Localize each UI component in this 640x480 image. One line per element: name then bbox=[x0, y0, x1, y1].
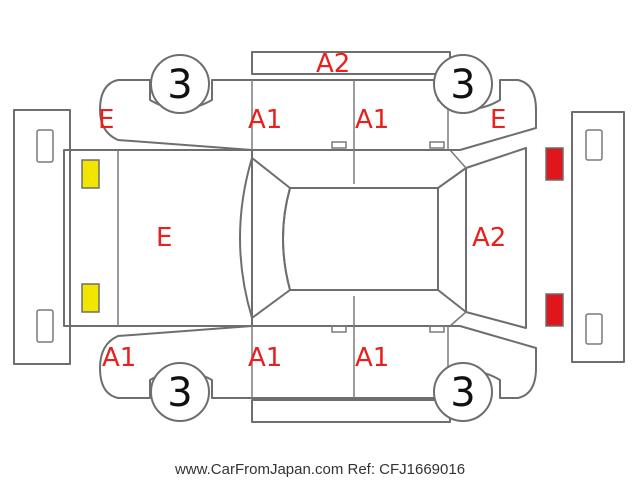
front-light-lower bbox=[81, 283, 100, 313]
damage-code-rear-left-fender: E bbox=[490, 105, 506, 135]
rear-light-lower bbox=[545, 293, 564, 327]
damage-code-front-right-door: A1 bbox=[248, 343, 282, 373]
damage-code-hood: E bbox=[156, 223, 172, 253]
damage-code-front-right-fender: A1 bbox=[102, 343, 136, 373]
car-body-top-view bbox=[63, 147, 527, 329]
reference-caption: www.CarFromJapan.com Ref: CFJ1669016 bbox=[174, 461, 465, 478]
wheel-number: 3 bbox=[450, 62, 475, 108]
damage-code-front-left-door: A1 bbox=[248, 105, 282, 135]
wheel-number: 3 bbox=[450, 370, 475, 416]
rear-light-upper bbox=[545, 147, 564, 181]
wheel-rear-left: 3 bbox=[433, 54, 493, 114]
wheel-front-right: 3 bbox=[150, 362, 210, 422]
wheel-rear-right: 3 bbox=[433, 362, 493, 422]
damage-code-rear-left-door: A1 bbox=[355, 105, 389, 135]
front-bumper bbox=[13, 109, 71, 365]
bottom-side-strip bbox=[251, 399, 451, 423]
front-light-upper bbox=[81, 159, 100, 189]
wheel-number: 3 bbox=[167, 370, 192, 416]
damage-code-trunk: A2 bbox=[472, 223, 506, 253]
damage-code-top-door-strip: A2 bbox=[316, 49, 350, 79]
wheel-number: 3 bbox=[167, 62, 192, 108]
damage-code-front-left-fender: E bbox=[98, 105, 114, 135]
top-side-strip bbox=[251, 51, 451, 75]
rear-bumper bbox=[571, 111, 625, 363]
wheel-front-left: 3 bbox=[150, 54, 210, 114]
damage-code-rear-right-door: A1 bbox=[355, 343, 389, 373]
